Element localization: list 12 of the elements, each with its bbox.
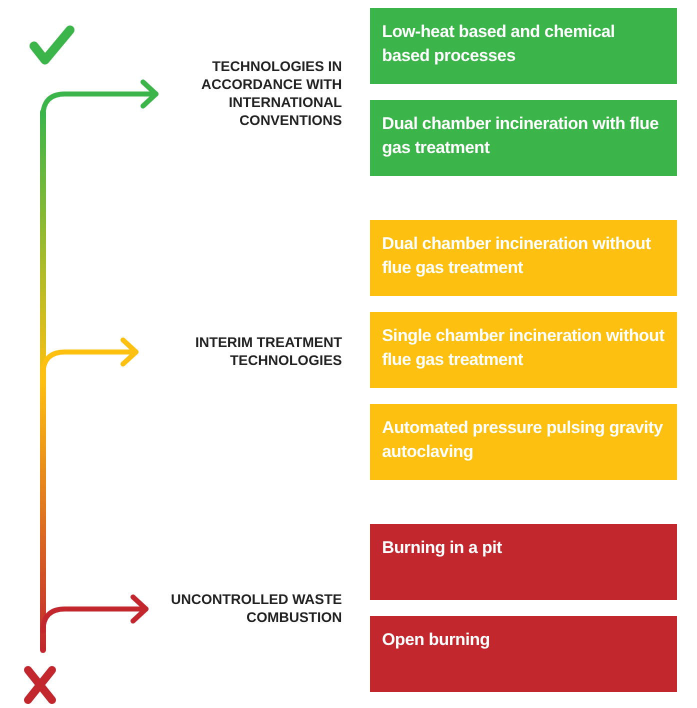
- method-box: Single chamber incineration without flue gas treatment: [370, 312, 677, 388]
- method-box: Dual chamber incineration without flue gas treatment: [370, 220, 677, 296]
- arrow: [40, 594, 148, 634]
- method-box: Open burning: [370, 616, 677, 692]
- method-box: Dual chamber incineration with flue gas treatment: [370, 100, 677, 176]
- category-label: INTERIM TREATMENT TECHNOLOGIES: [140, 333, 342, 371]
- method-box: Low-heat based and chemical based processes: [370, 8, 677, 84]
- category-label: UNCONTROLLED WASTE COMBUSTION: [150, 590, 342, 628]
- method-box: Burning in a pit: [370, 524, 677, 600]
- arrow: [40, 338, 138, 376]
- category-label: TECHNOLOGIES IN ACCORDANCE WITH INTERNATIONAL CONVENTIONS: [160, 57, 342, 131]
- method-box: Automated pressure pulsing gravity autoclaving: [370, 404, 677, 480]
